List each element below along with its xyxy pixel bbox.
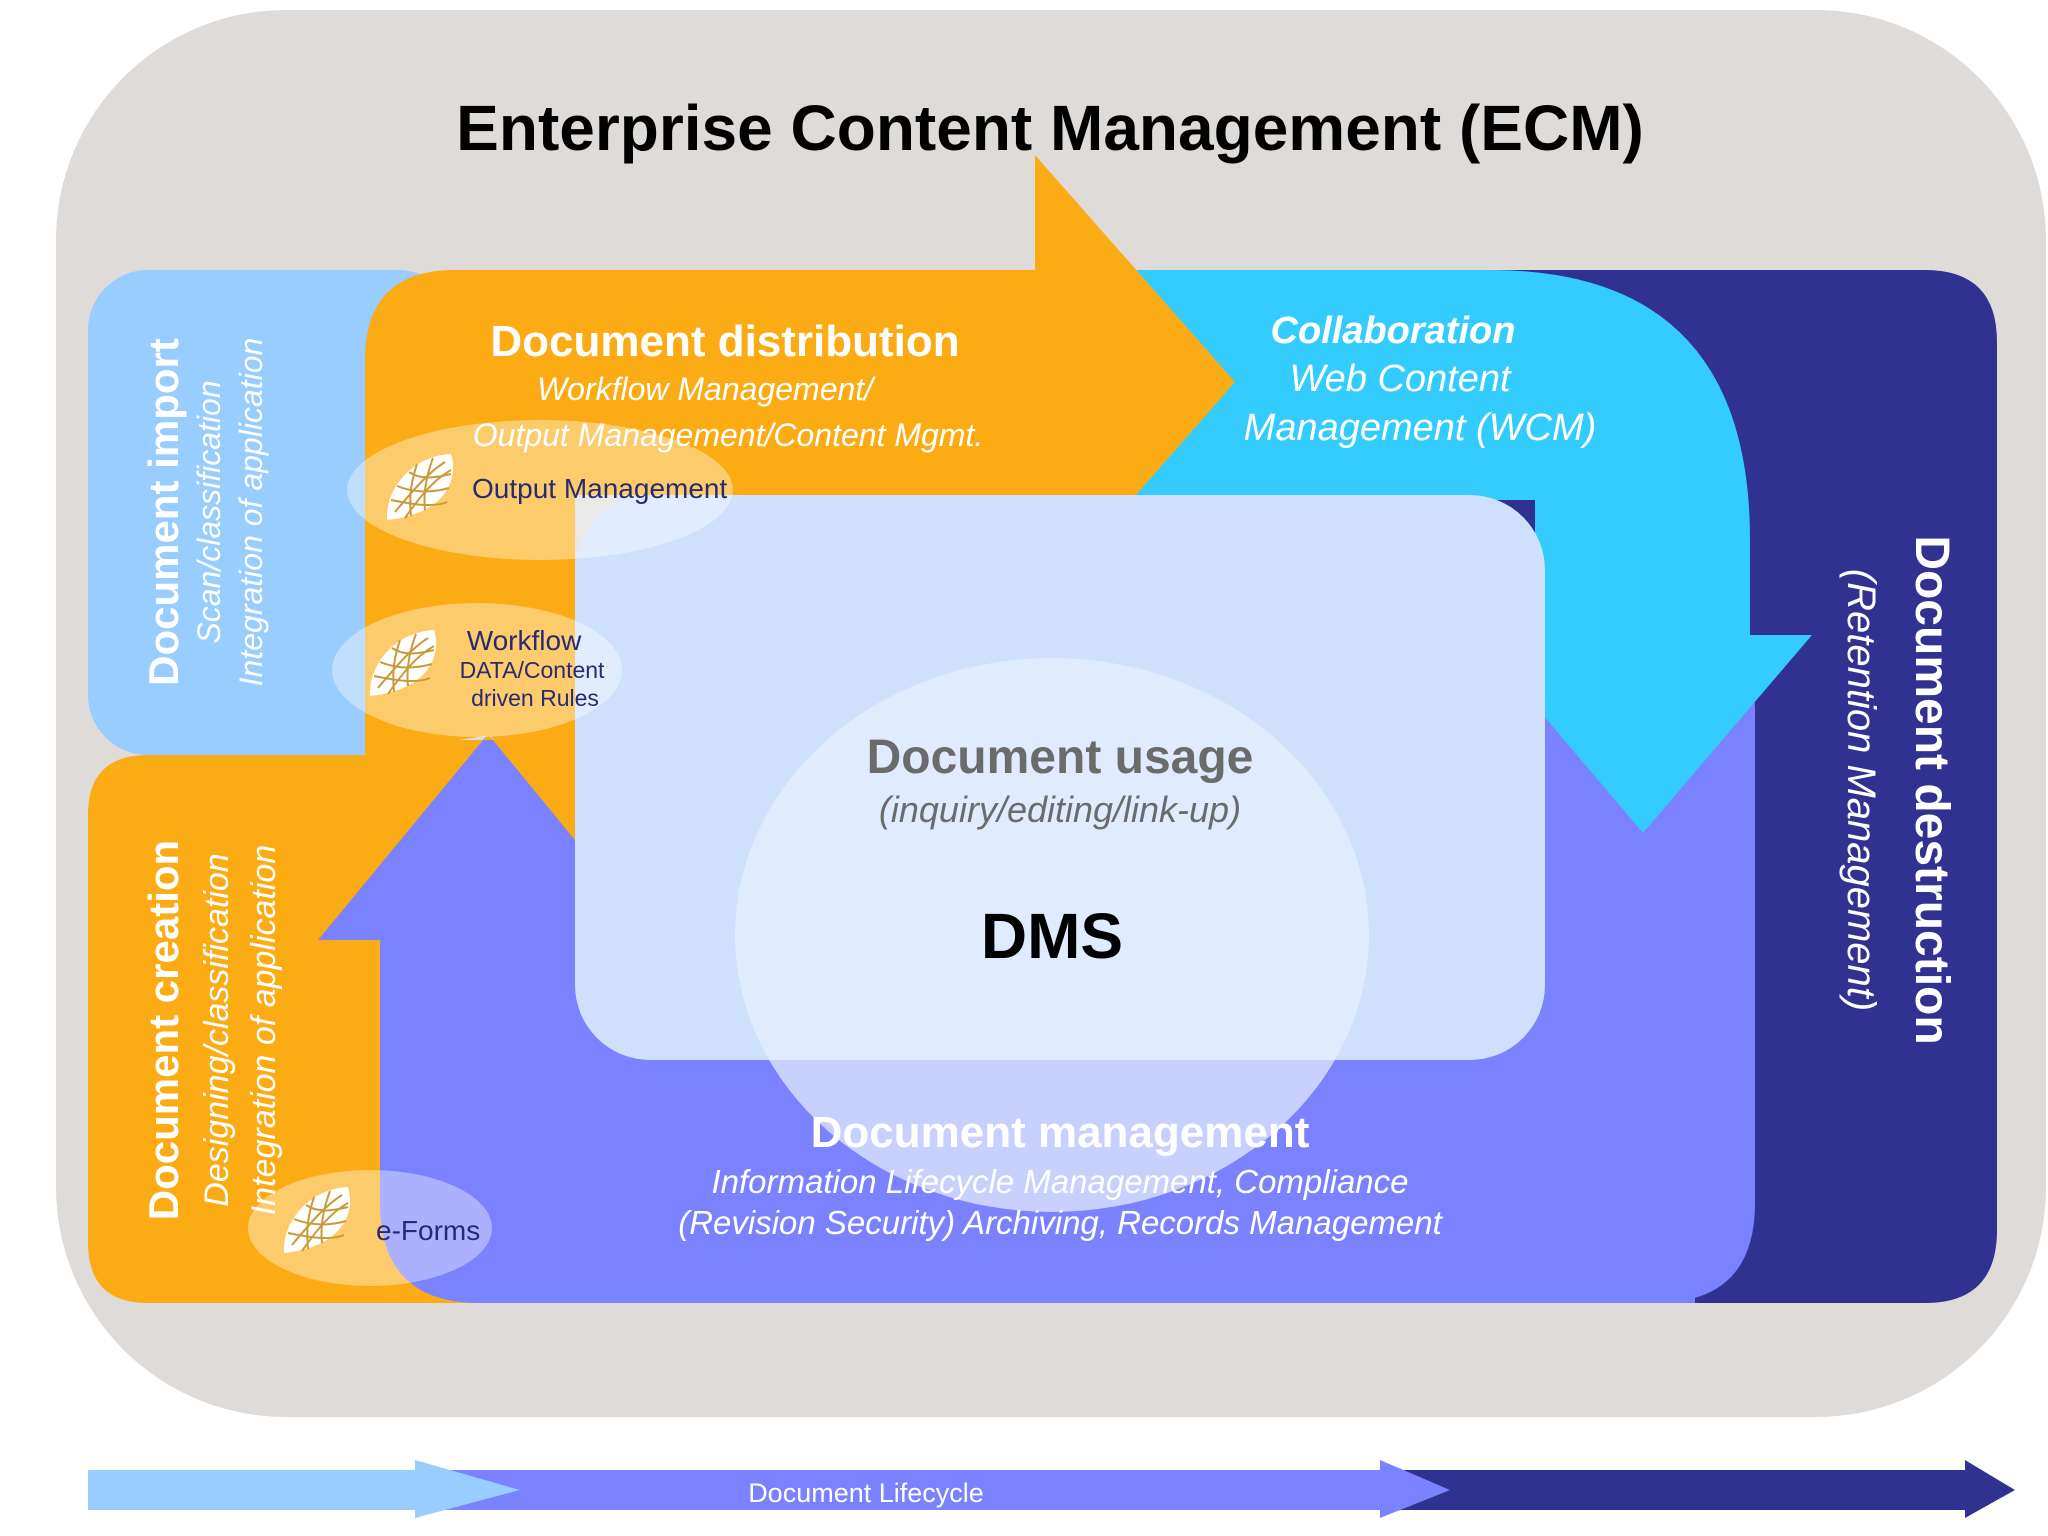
- eforms-label: e-Forms: [376, 1215, 480, 1246]
- import-title: Document import: [140, 338, 187, 686]
- workflow-title: Workflow: [467, 625, 582, 656]
- eforms-badge: e-Forms: [248, 1170, 492, 1286]
- management-line2: (Revision Security) Archiving, Records M…: [678, 1204, 1443, 1241]
- creation-title: Document creation: [140, 840, 187, 1220]
- destruction-subtitle: (Retention Management): [1839, 569, 1883, 1011]
- output-management-label: Output Management: [472, 473, 727, 504]
- distribution-line2: Output Management/Content Mgmt.: [473, 417, 983, 453]
- dms-label: DMS: [981, 900, 1123, 972]
- management-arrow-stem: [380, 940, 620, 1303]
- timeline-segment-3: [1380, 1460, 2015, 1518]
- collaboration-title: Collaboration: [1271, 310, 1516, 352]
- destruction-title: Document destruction: [1905, 535, 1958, 1044]
- usage-subtitle: (inquiry/editing/link-up): [879, 789, 1241, 830]
- creation-line2: Integration of application: [245, 845, 283, 1215]
- distribution-title: Document distribution: [490, 317, 959, 366]
- document-distribution-arrow: [365, 155, 1235, 840]
- management-title: Document management: [811, 1108, 1310, 1157]
- page-title: Enterprise Content Management (ECM): [456, 92, 1644, 164]
- output-management-badge: Output Management: [347, 420, 733, 560]
- import-line1: Scan/classification: [191, 380, 227, 643]
- creation-line1: Designing/classification: [198, 853, 236, 1206]
- workflow-badge: Workflow DATA/Content driven Rules: [332, 603, 622, 737]
- timeline-segment-2: [430, 1460, 1450, 1518]
- collaboration-line2: Management (WCM): [1244, 407, 1597, 449]
- management-arrow-head: [318, 734, 620, 940]
- distribution-line1: Workflow Management/: [537, 371, 876, 407]
- import-line2: Integration of application: [233, 338, 269, 687]
- timeline-segment-1: [88, 1460, 520, 1518]
- workflow-line2: driven Rules: [471, 685, 599, 711]
- management-line1: Information Lifecycle Management, Compli…: [711, 1163, 1408, 1200]
- usage-title: Document usage: [867, 731, 1254, 784]
- document-lifecycle-timeline: Document Lifecycle: [88, 1460, 2015, 1518]
- document-usage-circle: [735, 658, 1369, 1212]
- timeline-label: Document Lifecycle: [748, 1478, 984, 1508]
- collaboration-line1: Web Content: [1289, 358, 1512, 400]
- distribution-connector: [365, 734, 575, 840]
- collaboration-arrow: [1130, 270, 1812, 833]
- workflow-line1: DATA/Content: [460, 657, 605, 683]
